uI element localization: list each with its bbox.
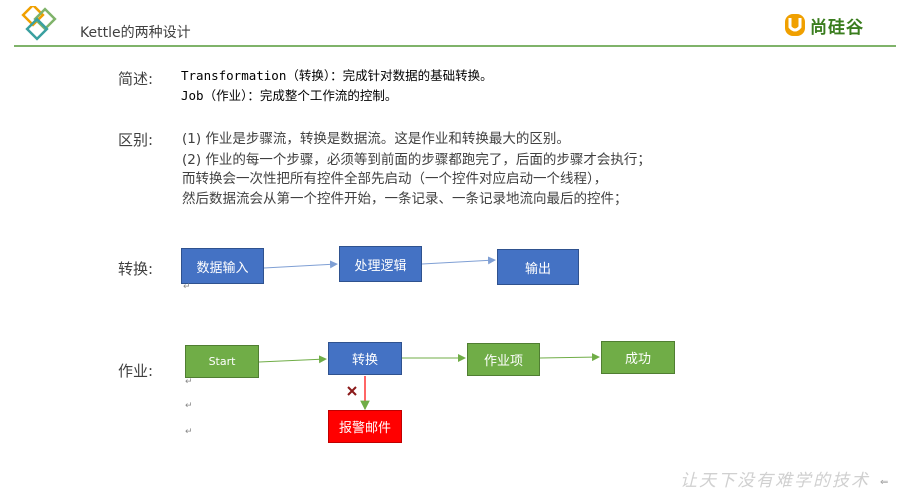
summary-line-job: Job（作业）：完成整个工作流的控制。 — [181, 88, 398, 103]
difference-line-4: 然后数据流会从第一个控件开始，一条记录、一条记录地流向最后的控件； — [182, 191, 628, 207]
brand-name: 尚硅谷 — [810, 17, 864, 38]
node-job-item: 作业项 — [467, 343, 540, 376]
transform-flow-label: 转换: — [118, 260, 154, 278]
difference-line-3: 而转换会一次性把所有控件全部先启动（一个控件对应启动一个线程）， — [182, 171, 608, 187]
summary-line-transformation: Transformation（转换）：完成针对数据的基础转换。 — [181, 68, 493, 83]
summary-label: 简述: — [118, 70, 154, 88]
node-success: 成功 — [601, 341, 675, 374]
node-output: 输出 — [497, 249, 579, 285]
return-mark: ↵ — [185, 401, 193, 411]
job-flow-label: 作业: — [118, 362, 154, 380]
page-title: Kettle的两种设计 — [80, 25, 191, 41]
node-transform: 转换 — [328, 342, 402, 375]
error-cross-icon — [347, 386, 357, 396]
difference-line-1: (1) 作业是步骤流，转换是数据流。这是作业和转换最大的区别。 — [182, 131, 570, 147]
brand-logo: 尚硅谷 — [784, 10, 864, 40]
slogan-watermark: 让天下没有难学的技术 — [680, 471, 870, 491]
back-arrow-icon[interactable]: ⇐ — [880, 477, 889, 488]
edge-logic-to-output — [421, 256, 496, 265]
node-processing-logic: 处理逻辑 — [339, 246, 422, 282]
node-start: Start — [185, 345, 259, 378]
difference-line-2: (2) 作业的每一个步骤，必须等到前面的步骤都跑完了，后面的步骤才会执行； — [182, 152, 651, 168]
edge-start-to-transform — [258, 355, 327, 364]
edge-input-to-logic — [263, 260, 338, 269]
return-mark: ↵ — [185, 427, 193, 437]
node-data-input: 数据输入 — [181, 248, 264, 284]
return-mark: ↵ — [185, 377, 193, 387]
brand-u-icon — [785, 14, 805, 36]
logo-diamonds-icon — [21, 6, 57, 41]
header-divider — [14, 45, 896, 47]
edge-jobitem-to-success — [539, 353, 600, 362]
difference-label: 区别: — [118, 131, 154, 149]
node-alert-email: 报警邮件 — [328, 410, 402, 443]
return-mark: ↵ — [183, 282, 191, 292]
